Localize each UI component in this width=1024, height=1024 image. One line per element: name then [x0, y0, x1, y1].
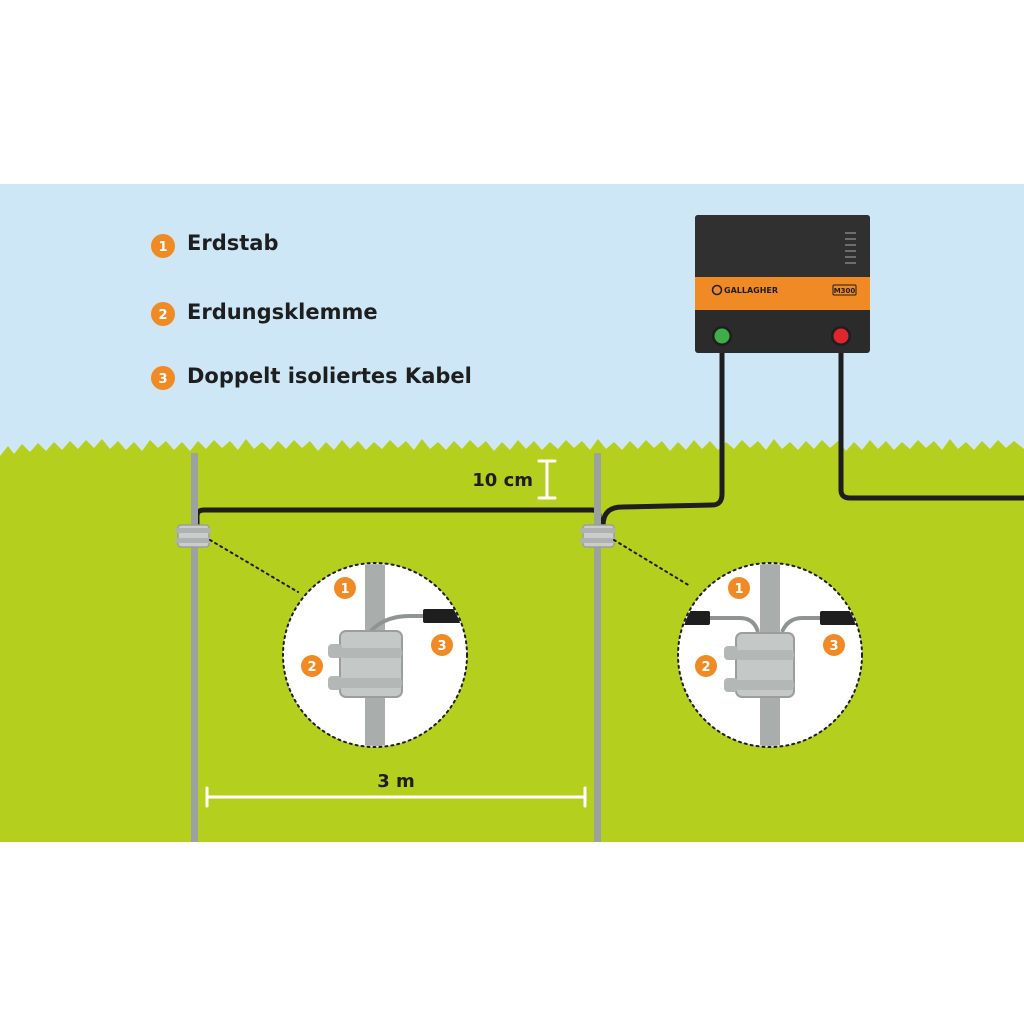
fence-cable: [838, 337, 1024, 501]
energizer-model: M300: [834, 287, 856, 295]
legend-label: Erdstab: [187, 231, 278, 255]
callout-badge: [431, 634, 453, 656]
energizer-model-badge: [832, 284, 857, 296]
ground-rod-right: [594, 453, 601, 842]
callout-badge-number: 3: [829, 639, 838, 654]
grass-tufts: [0, 439, 1024, 460]
callout-leader-left: [209, 539, 299, 593]
fence-terminal-indicator: [833, 328, 849, 344]
height-dimension: [537, 459, 557, 500]
energizer-indicator-leds: [845, 232, 856, 264]
callout-badge: [334, 577, 356, 599]
spacing-dimension: [205, 786, 587, 808]
legend-badge: [151, 302, 175, 326]
legend-item-insulated-cable: 3 Doppelt isoliertes Kabel: [151, 364, 472, 390]
callout-detail-left: 1 2 3: [282, 562, 468, 748]
energizer-orange-band: [695, 277, 870, 310]
height-dimension-label: 10 cm: [472, 470, 533, 491]
callout-badge-number: 1: [340, 582, 349, 597]
callout-badge-number: 2: [701, 660, 710, 675]
legend-badge-number: 1: [158, 240, 167, 255]
callout-badge-number: 2: [307, 660, 316, 675]
callout-detail-right: 1 2 3: [677, 562, 863, 748]
callout-badge: [301, 655, 323, 677]
callout-badge: [823, 634, 845, 656]
ground-clamp-left: [175, 524, 211, 548]
callout-badge-number: 3: [437, 639, 446, 654]
legend: 1 Erdstab 2 Erdungsklemme 3 Doppelt isol…: [151, 231, 472, 390]
brand-logo-icon: [711, 284, 723, 296]
callout-badge: [728, 577, 750, 599]
ground-terminal-indicator: [714, 328, 730, 344]
legend-badge: [151, 234, 175, 258]
legend-item-ground-rod: 1 Erdstab: [151, 231, 278, 258]
spacing-dimension-label: 3 m: [377, 771, 415, 792]
energizer-brand: GALLAGHER: [724, 286, 778, 295]
legend-label: Doppelt isoliertes Kabel: [187, 364, 472, 388]
callout-leader-right: [613, 539, 691, 587]
callout-badge-number: 1: [734, 582, 743, 597]
legend-badge-number: 2: [158, 308, 167, 323]
ground-rod-left: [191, 453, 198, 842]
legend-badge-number: 3: [158, 372, 167, 387]
grass-area: [0, 458, 1024, 842]
ground-clamp-right: [580, 524, 616, 548]
legend-item-ground-clamp: 2 Erdungsklemme: [151, 300, 378, 326]
energizer-top-panel: [695, 215, 870, 277]
energizer: GALLAGHER M300: [695, 215, 870, 353]
callout-badge: [695, 655, 717, 677]
legend-badge: [151, 366, 175, 390]
legend-label: Erdungsklemme: [187, 300, 378, 324]
